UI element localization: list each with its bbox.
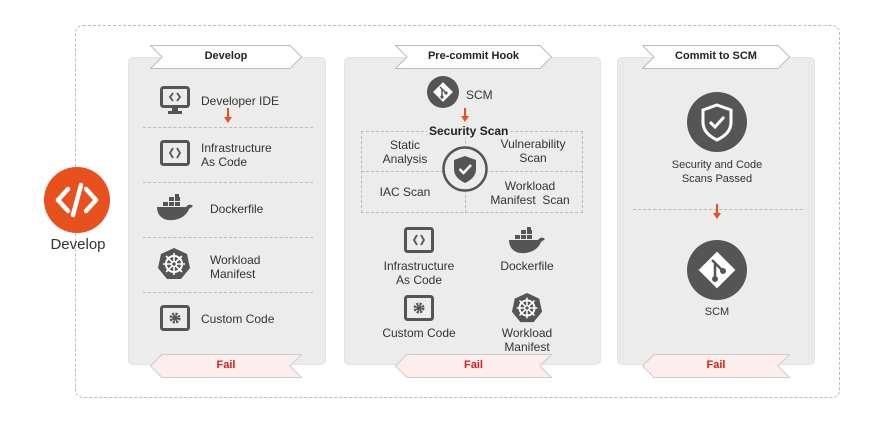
- item-custom-code: Custom Code: [201, 312, 275, 326]
- code-window-icon: [160, 140, 190, 171]
- fail-label: Fail: [216, 359, 236, 371]
- item-developer-ide: Developer IDE: [201, 94, 280, 108]
- flow-arrow: [224, 108, 232, 123]
- item-infrastructure-as-code: Infrastructure As Code: [383, 259, 455, 287]
- item-custom-code: Custom Code: [382, 326, 456, 340]
- item-workload-manifest: Workload Manifest: [501, 326, 553, 354]
- item-infrastructure-as-code: Infrastructure As Code: [201, 141, 272, 169]
- fail-label: Fail: [464, 359, 483, 371]
- commit-stage-banner: Commit to SCM: [642, 45, 790, 69]
- item-dockerfile: Dockerfile: [210, 202, 264, 216]
- flow-arrow: [461, 108, 469, 122]
- develop-fail-banner: Fail: [150, 354, 302, 378]
- logo-label: Develop: [50, 236, 106, 253]
- kubernetes-icon: [157, 247, 191, 286]
- item-workload-manifest: Workload Manifest: [210, 253, 261, 281]
- scm-label: SCM: [704, 306, 730, 318]
- code-logo-icon: [44, 167, 110, 233]
- scans-passed-label: Security and Code Scans Passed: [671, 159, 763, 185]
- stage-title: Pre-commit Hook: [427, 50, 520, 62]
- scm-label: SCM: [466, 88, 493, 102]
- security-scan-title: Security Scan: [427, 124, 511, 138]
- git-icon: [687, 240, 747, 305]
- pre-commit-fail-banner: Fail: [395, 354, 552, 378]
- item-dockerfile: Dockerfile: [500, 259, 554, 273]
- gear-window-icon: [404, 295, 434, 326]
- divider: [143, 127, 313, 128]
- scan-vulnerability: Vulnerability Scan: [500, 137, 566, 165]
- flow-arrow: [713, 204, 721, 219]
- pre-commit-panel: [344, 57, 601, 365]
- scan-iac: IAC Scan: [379, 185, 431, 199]
- shield-check-icon: [442, 146, 488, 197]
- kubernetes-icon: [511, 292, 543, 329]
- fail-label: Fail: [706, 359, 726, 371]
- pre-commit-stage-banner: Pre-commit Hook: [395, 45, 552, 69]
- gear-window-icon: [160, 305, 190, 336]
- divider: [143, 182, 313, 183]
- divider: [143, 237, 313, 238]
- scan-static-analysis: Static Analysis: [382, 138, 428, 166]
- divider: [143, 292, 313, 293]
- stage-title: Commit to SCM: [675, 50, 757, 62]
- commit-fail-banner: Fail: [642, 354, 790, 378]
- docker-icon: [507, 227, 547, 260]
- code-window-icon: [404, 227, 434, 258]
- scan-workload-manifest: Workload Manifest Scan: [490, 179, 570, 207]
- divider: [633, 209, 803, 210]
- develop-stage-banner: Develop: [150, 45, 302, 69]
- shield-check-icon: [687, 92, 747, 157]
- monitor-code-icon: [160, 86, 190, 121]
- docker-icon: [155, 194, 195, 227]
- stage-title: Develop: [204, 50, 248, 62]
- git-icon: [427, 76, 459, 113]
